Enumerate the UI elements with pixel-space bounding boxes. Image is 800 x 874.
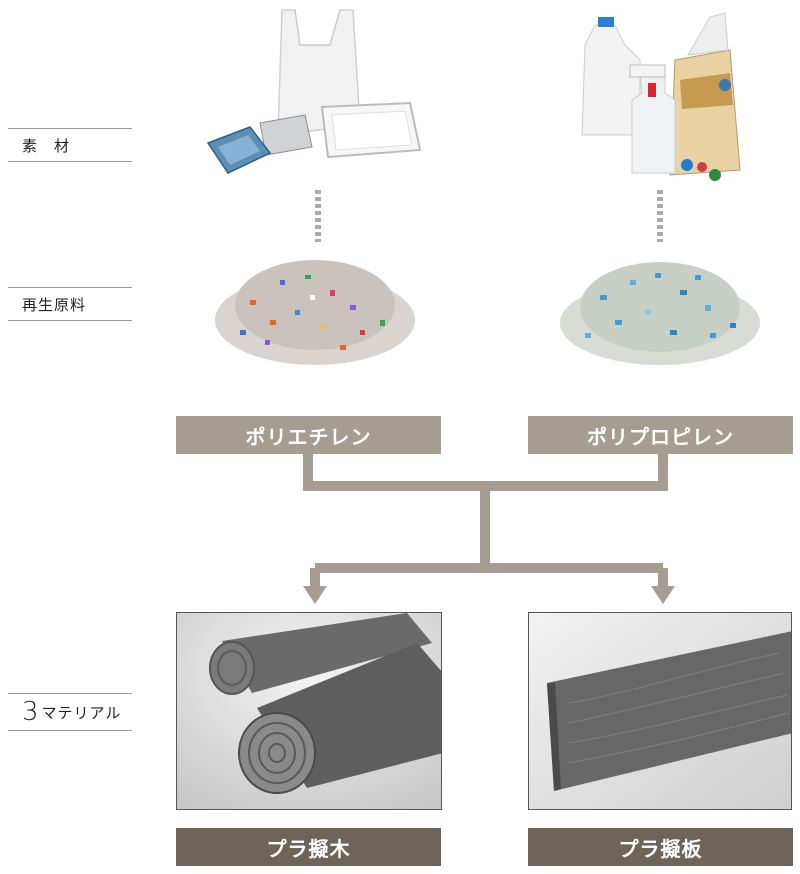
polyethylene-pellets-image: [215, 260, 415, 365]
product-box-board: プラ擬板: [528, 828, 793, 866]
flow-connector: [303, 454, 675, 604]
resin-label-polyethylene: ポリエチレン: [245, 424, 372, 449]
label-recycled-text: 再生原料: [22, 295, 87, 314]
arrow-down-right-icon: [651, 586, 675, 604]
label-three-text: マテリアル: [41, 703, 122, 722]
label-recycled: 再生原料: [8, 287, 132, 321]
resin-box-polyethylene: ポリエチレン: [176, 416, 441, 454]
polypropylene-pellets-image: [560, 262, 760, 365]
product-box-logs: プラ擬木: [176, 828, 441, 866]
label-material-text: 素 材: [22, 136, 71, 155]
resin-label-polypropylene: ポリプロピレン: [587, 424, 734, 449]
polypropylene-items-image: [581, 12, 741, 181]
label-three-material: 3 マテリアル: [8, 693, 132, 731]
product-label-logs: プラ擬木: [266, 836, 351, 861]
label-material: 素 材: [8, 128, 132, 162]
board-photo: [528, 612, 792, 810]
resin-box-polypropylene: ポリプロピレン: [528, 416, 793, 454]
label-three-number: 3: [22, 697, 40, 727]
polyethylene-items-image: [206, 9, 422, 174]
arrow-down-left-icon: [303, 586, 327, 604]
dashed-connector-left: [315, 190, 321, 242]
dashed-connector-right: [657, 190, 663, 242]
logs-photo: [176, 612, 442, 810]
product-label-board: プラ擬板: [618, 836, 703, 861]
